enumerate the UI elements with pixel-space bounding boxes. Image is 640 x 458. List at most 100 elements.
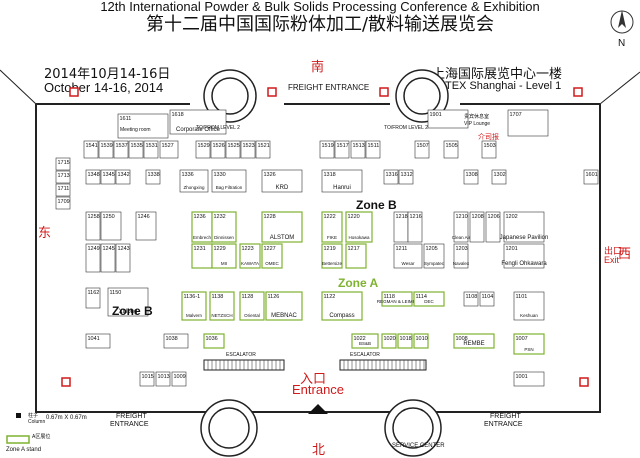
booth-1223[interactable] bbox=[239, 243, 261, 269]
booth-1008[interactable] bbox=[453, 333, 495, 349]
booth-1713[interactable] bbox=[55, 170, 71, 184]
booth-1517[interactable] bbox=[334, 140, 350, 159]
booth-number: 1511 bbox=[368, 143, 380, 149]
booth-1531[interactable] bbox=[143, 140, 159, 159]
booth-1258[interactable] bbox=[85, 211, 101, 241]
booth-1513[interactable] bbox=[350, 140, 366, 159]
booth-1523[interactable] bbox=[240, 140, 256, 159]
booth-number: 1220 bbox=[348, 214, 360, 220]
booth-1711[interactable] bbox=[55, 183, 71, 197]
booth-1505[interactable] bbox=[443, 140, 459, 159]
booth-1525[interactable] bbox=[225, 140, 241, 159]
booth-1537[interactable] bbox=[113, 140, 129, 159]
booth-1210[interactable] bbox=[453, 211, 469, 243]
booth-1316[interactable] bbox=[383, 169, 399, 185]
booth-number: 1202 bbox=[506, 214, 518, 220]
booth-1108[interactable] bbox=[463, 291, 479, 307]
booth-exhibitor: Corporate Office bbox=[176, 127, 221, 133]
booth-1243[interactable] bbox=[115, 243, 131, 273]
booth-1104[interactable] bbox=[479, 291, 495, 307]
booth-1527[interactable] bbox=[159, 140, 179, 159]
booth-1201[interactable] bbox=[503, 243, 545, 269]
booth-1348[interactable] bbox=[85, 169, 101, 185]
booth-1336[interactable] bbox=[179, 169, 209, 193]
booth-1227[interactable] bbox=[261, 243, 283, 269]
booth-1539[interactable] bbox=[98, 140, 114, 159]
booth-1715[interactable] bbox=[55, 157, 71, 171]
booth-1529[interactable] bbox=[195, 140, 211, 159]
booth-1318[interactable] bbox=[321, 169, 363, 193]
booth-1245[interactable] bbox=[100, 243, 116, 273]
booth-1338[interactable] bbox=[145, 169, 161, 185]
booth-1601[interactable] bbox=[583, 169, 599, 185]
booth-1208[interactable] bbox=[469, 211, 485, 243]
booth-1519[interactable] bbox=[319, 140, 335, 159]
booth-1342[interactable] bbox=[115, 169, 131, 185]
booth-1162[interactable] bbox=[85, 287, 101, 309]
booth-1206[interactable] bbox=[485, 211, 501, 243]
booth-1507[interactable] bbox=[414, 140, 430, 159]
booth-1249[interactable] bbox=[85, 243, 101, 273]
booth-1118[interactable] bbox=[381, 291, 413, 307]
booth-1611[interactable] bbox=[117, 113, 169, 139]
booth-exhibitor: Zhongxing bbox=[183, 185, 205, 190]
booth-1009[interactable] bbox=[171, 371, 187, 387]
booth-1222[interactable] bbox=[321, 211, 343, 243]
booth-1312[interactable] bbox=[398, 169, 414, 185]
booth-1015[interactable] bbox=[139, 371, 155, 387]
booth-1228[interactable] bbox=[261, 211, 303, 243]
booth-1007[interactable] bbox=[513, 333, 545, 355]
booth-1220[interactable] bbox=[345, 211, 373, 243]
booth-1150[interactable] bbox=[107, 287, 149, 317]
legend-column-size: 0.67m X 0.67m bbox=[46, 415, 87, 421]
booth-1526[interactable] bbox=[210, 140, 226, 159]
booth-1022[interactable] bbox=[351, 333, 379, 349]
booth-1020[interactable] bbox=[381, 333, 397, 349]
booth-number: 1318 bbox=[324, 172, 336, 178]
booth-number: 1517 bbox=[337, 143, 349, 149]
corner-lines bbox=[0, 69, 640, 105]
booth-1232[interactable] bbox=[211, 211, 237, 243]
booth-number: 1246 bbox=[138, 214, 150, 220]
booth-1250[interactable] bbox=[100, 211, 122, 241]
booth-1535[interactable] bbox=[128, 140, 144, 159]
booth-1203[interactable] bbox=[453, 243, 469, 269]
booth-number: 1243 bbox=[118, 246, 130, 252]
booth-1010[interactable] bbox=[413, 333, 429, 349]
booth-1707[interactable] bbox=[507, 109, 549, 137]
booth-1216[interactable] bbox=[407, 211, 423, 243]
booth-1205[interactable] bbox=[423, 243, 445, 269]
booth-1246[interactable] bbox=[135, 211, 157, 241]
booth-1345[interactable] bbox=[100, 169, 116, 185]
booth-1018[interactable] bbox=[397, 333, 413, 349]
booth-1511[interactable] bbox=[365, 140, 381, 159]
booth-1114[interactable] bbox=[413, 291, 445, 307]
booth-1101[interactable] bbox=[513, 291, 545, 321]
booth-1128[interactable] bbox=[239, 291, 265, 321]
booth-1229[interactable] bbox=[211, 243, 237, 269]
booth-1136-1[interactable] bbox=[181, 291, 207, 321]
booth-1618[interactable] bbox=[169, 109, 227, 135]
booth-number: 1206 bbox=[488, 214, 500, 220]
booth-1709[interactable] bbox=[55, 196, 71, 210]
booth-1211[interactable] bbox=[393, 243, 423, 269]
booth-1041[interactable] bbox=[85, 333, 111, 349]
booth-1541[interactable] bbox=[83, 140, 99, 159]
booth-1126[interactable] bbox=[265, 291, 303, 321]
booth-1138[interactable] bbox=[209, 291, 235, 321]
booth-1038[interactable] bbox=[163, 333, 189, 349]
booth-1202[interactable] bbox=[503, 211, 545, 243]
booth-1302[interactable] bbox=[491, 169, 507, 185]
booth-1521[interactable] bbox=[255, 140, 271, 159]
booth-1036[interactable] bbox=[203, 333, 225, 349]
booth-1217[interactable] bbox=[345, 243, 367, 269]
booth-1503[interactable] bbox=[481, 140, 497, 159]
booth-1330[interactable] bbox=[211, 169, 247, 193]
booth-1013[interactable] bbox=[155, 371, 171, 387]
booth-1001[interactable] bbox=[513, 371, 545, 387]
booth-1122[interactable] bbox=[321, 291, 363, 321]
booth-1308[interactable] bbox=[463, 169, 479, 185]
booth-1219[interactable] bbox=[321, 243, 343, 269]
booth-1901[interactable] bbox=[427, 109, 469, 129]
booth-1326[interactable] bbox=[261, 169, 303, 193]
